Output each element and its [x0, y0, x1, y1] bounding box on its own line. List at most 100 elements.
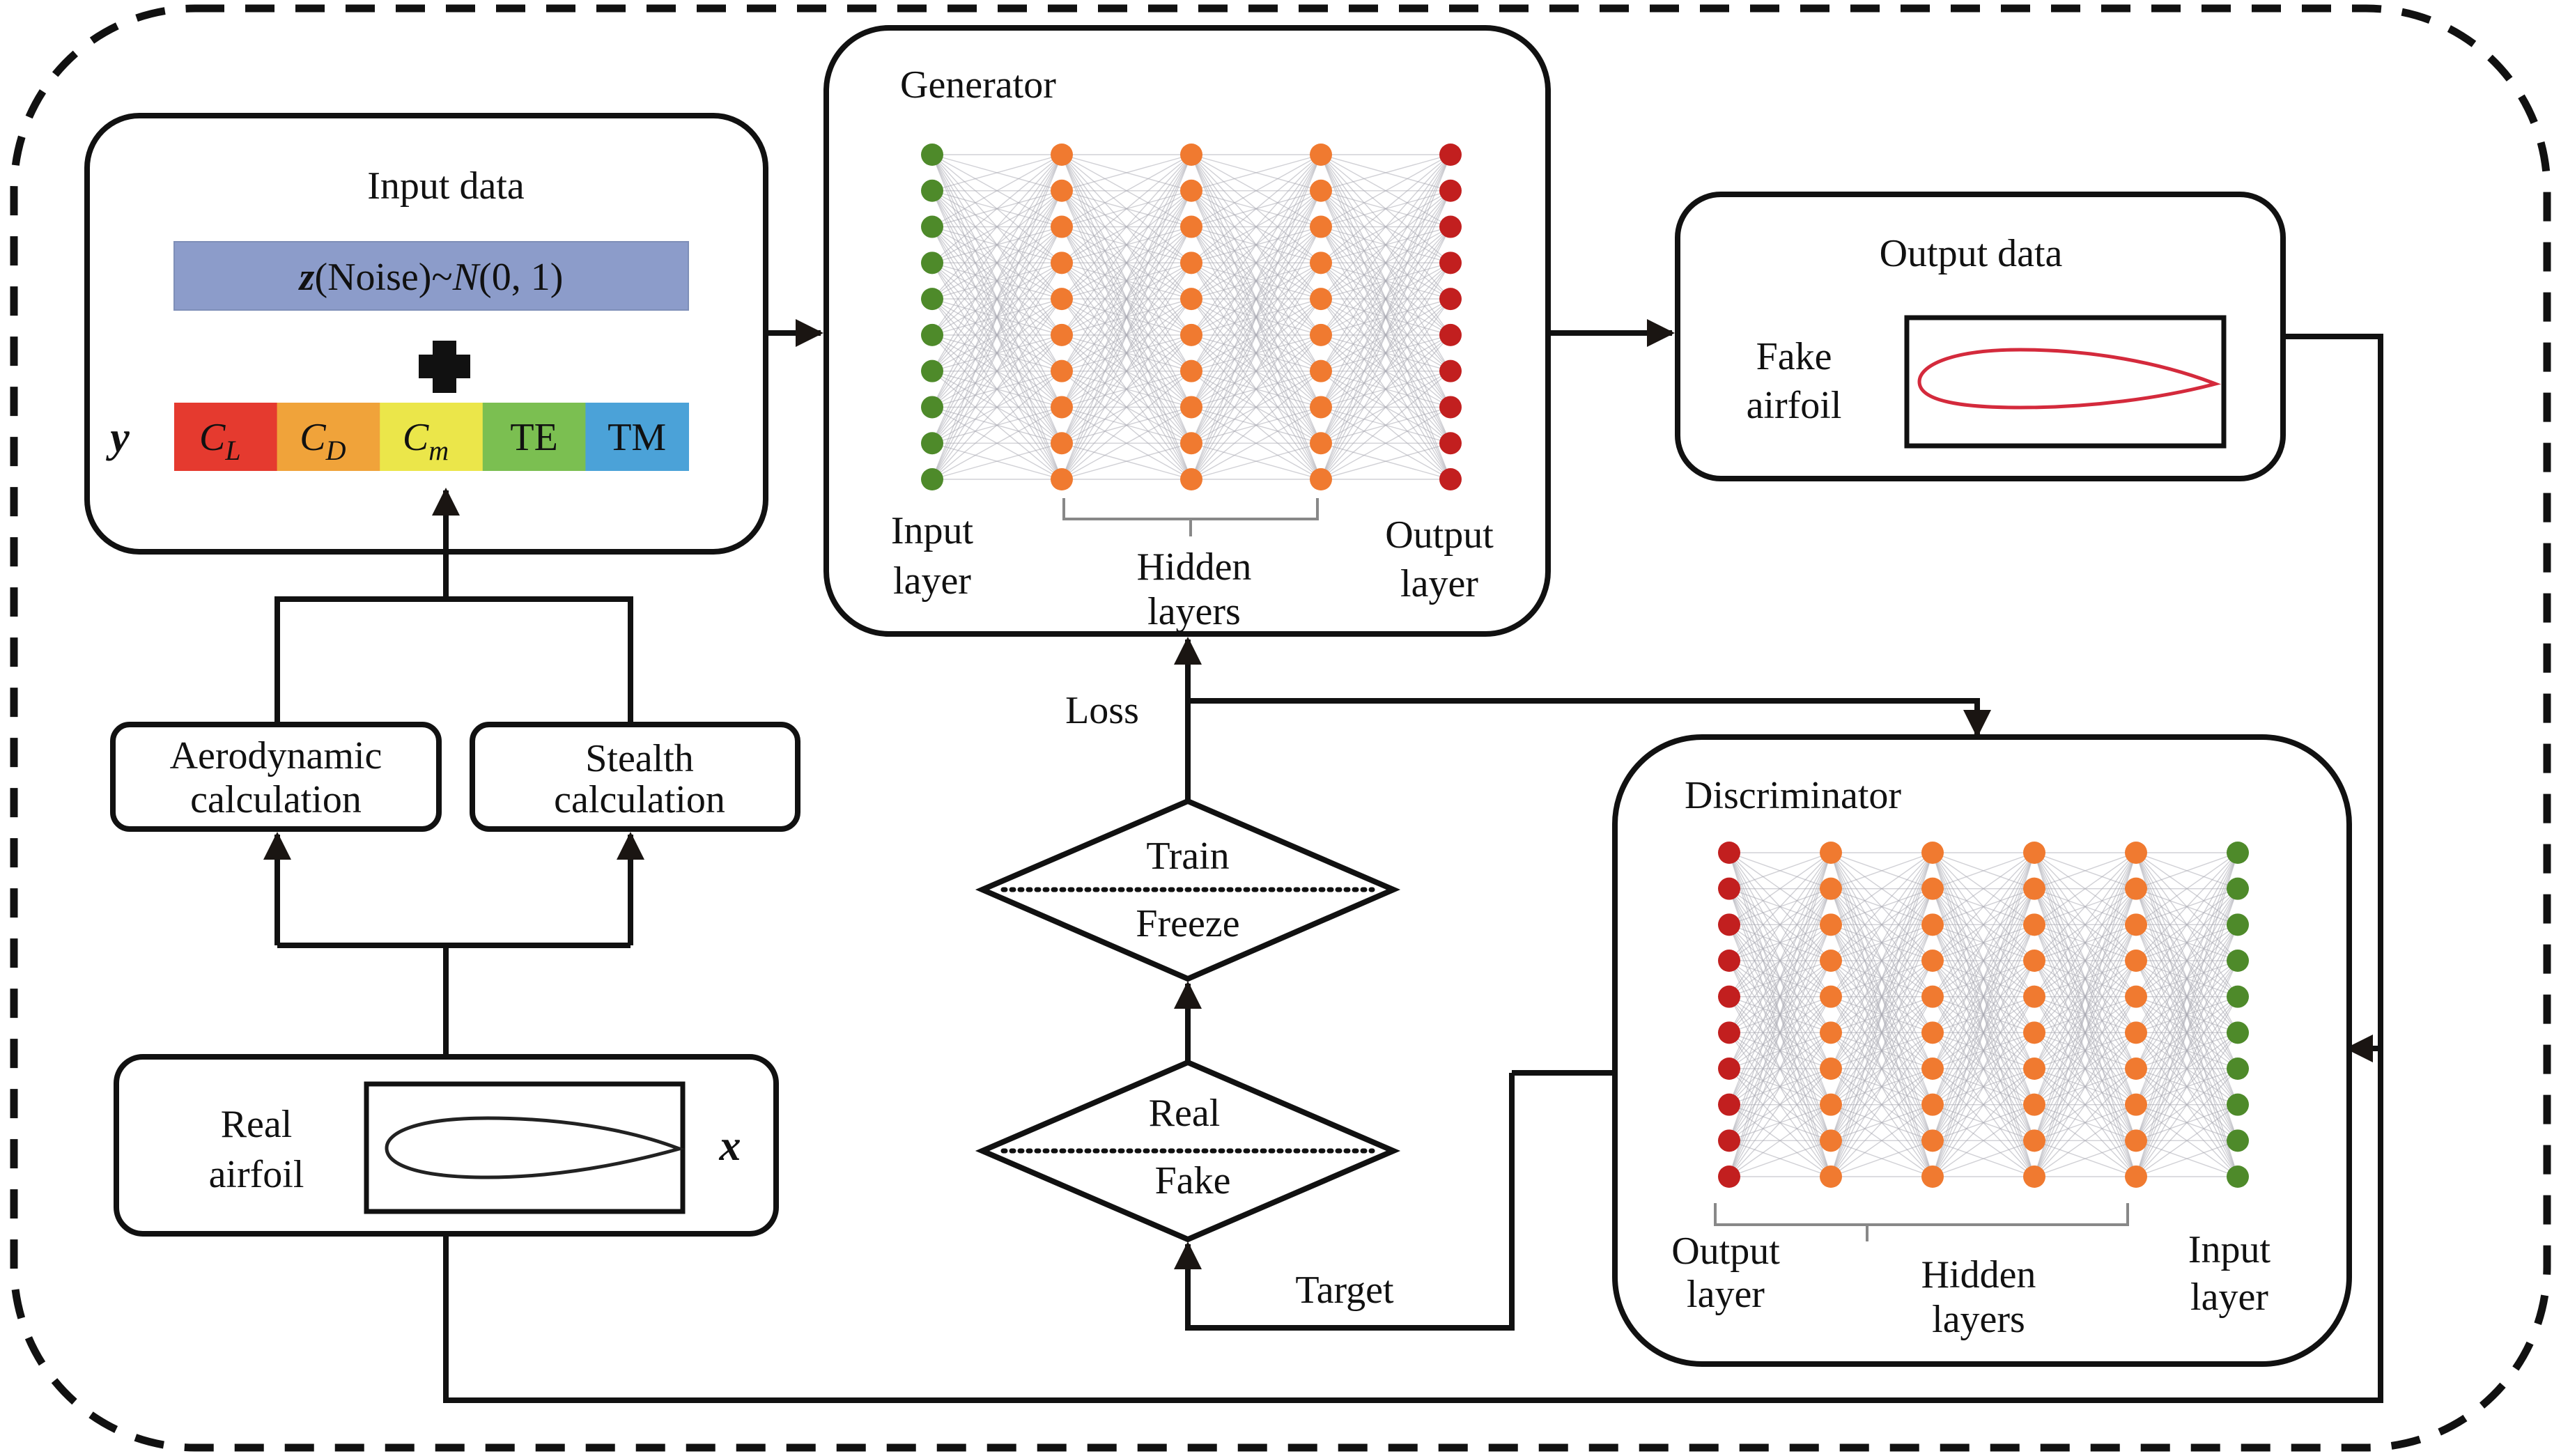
svg-text:Train: Train [1146, 835, 1229, 878]
connector-output-to-discriminator [2283, 334, 2383, 1048]
neuron-node [1921, 950, 1944, 972]
neuron-node [2227, 913, 2249, 936]
neuron-node [1921, 877, 1944, 900]
neuron-node [1439, 432, 1462, 455]
connector-calc-join [274, 596, 633, 735]
neuron-node [1051, 144, 1073, 166]
arrow-target-to-realfake [1174, 1073, 1515, 1331]
noise-bar: z(Noise)~N(0, 1) [173, 241, 689, 311]
neuron-node [921, 215, 943, 238]
generator-title: Generator [900, 63, 1056, 107]
network-layer [1921, 842, 1944, 1188]
neuron-node [921, 251, 943, 274]
network-layer [2125, 842, 2147, 1188]
neuron-node [1921, 1165, 1944, 1188]
neuron-node [1310, 468, 1332, 490]
neuron-node [1310, 251, 1332, 274]
svg-text:airfoil: airfoil [1747, 384, 1842, 427]
fake-airfoil-shape [1917, 348, 2222, 410]
neuron-node [921, 288, 943, 311]
neuron-node [1310, 396, 1332, 419]
neuron-node [2125, 1021, 2147, 1044]
neuron-node [1820, 1021, 1842, 1044]
neuron-node [1439, 251, 1462, 274]
neuron-node [1310, 432, 1332, 455]
neuron-node [2227, 1021, 2249, 1044]
condition-cell: CL [174, 403, 278, 471]
connector-loss-to-discriminator [1188, 698, 1991, 738]
svg-text:layers: layers [1932, 1298, 2025, 1341]
neuron-node [1718, 1021, 1740, 1044]
output-data-title: Output data [1880, 232, 2063, 275]
neuron-node [1180, 144, 1202, 166]
neuron-node [1180, 251, 1202, 274]
neuron-node [2227, 842, 2249, 864]
neuron-node [1180, 179, 1202, 202]
network-layer [1820, 842, 1842, 1188]
neuron-node [2023, 1058, 2045, 1080]
svg-text:calculation: calculation [554, 778, 725, 821]
discriminator-hidden-bracket [1714, 1203, 2129, 1241]
neuron-node [1051, 215, 1073, 238]
network-layer [2227, 842, 2249, 1188]
target-label: Target [1295, 1269, 1394, 1312]
network-layer [1439, 144, 1462, 490]
neuron-node [1180, 323, 1202, 346]
neuron-node [921, 359, 943, 382]
neuron-node [1820, 985, 1842, 1008]
network-connections [1728, 852, 2238, 1177]
neuron-node [1921, 842, 1944, 864]
network-connections [931, 154, 1451, 480]
neuron-node [1180, 432, 1202, 455]
svg-text:Stealth: Stealth [585, 737, 694, 780]
neuron-node [2227, 1093, 2249, 1116]
neuron-node [2227, 1165, 2249, 1188]
neuron-node [2023, 913, 2045, 936]
neuron-node [1310, 144, 1332, 166]
neuron-node [1718, 985, 1740, 1008]
aerodynamic-calculation-box: Aerodynamic calculation [110, 722, 442, 832]
condition-cell-label: TE [510, 416, 557, 459]
generator-network [921, 144, 1462, 490]
neuron-node [1051, 323, 1073, 346]
neuron-node [1921, 1021, 1944, 1044]
neuron-node [1820, 950, 1842, 972]
neuron-node [1921, 913, 1944, 936]
neuron-node [2125, 1129, 2147, 1152]
loss-label: Loss [1065, 689, 1139, 732]
svg-text:layer: layer [1687, 1273, 1765, 1316]
neuron-node [2023, 842, 2045, 864]
fake-airfoil-frame [1904, 315, 2227, 449]
condition-cell-label: TM [608, 416, 666, 459]
svg-text:Fake: Fake [1756, 335, 1832, 378]
network-layer [1310, 144, 1332, 490]
neuron-node [1310, 215, 1332, 238]
neuron-node [921, 323, 943, 346]
svg-text:layers: layers [1147, 590, 1241, 633]
real-airfoil-box: Real airfoil x [114, 1054, 779, 1237]
neuron-node [1051, 396, 1073, 419]
svg-text:layer: layer [1400, 562, 1478, 605]
neuron-node [1921, 985, 1944, 1008]
neuron-node [1051, 251, 1073, 274]
neuron-node [921, 396, 943, 419]
neuron-node [2023, 1129, 2045, 1152]
neuron-node [1718, 950, 1740, 972]
neuron-node [1718, 842, 1740, 864]
neuron-node [1820, 842, 1842, 864]
svg-text:Aerodynamic: Aerodynamic [170, 734, 382, 777]
network-layer [1051, 144, 1073, 490]
condition-cell-label: Cm [403, 416, 449, 466]
neuron-node [2125, 1058, 2147, 1080]
condition-cell: TM [585, 403, 689, 471]
network-layer [1180, 144, 1202, 490]
neuron-node [1820, 1165, 1842, 1188]
svg-text:Hidden: Hidden [1921, 1253, 2036, 1296]
connector-real-to-discriminator [443, 1048, 2383, 1403]
neuron-node [2227, 1058, 2249, 1080]
svg-text:airfoil: airfoil [209, 1153, 304, 1196]
neuron-node [1820, 1093, 1842, 1116]
neuron-node [1180, 359, 1202, 382]
